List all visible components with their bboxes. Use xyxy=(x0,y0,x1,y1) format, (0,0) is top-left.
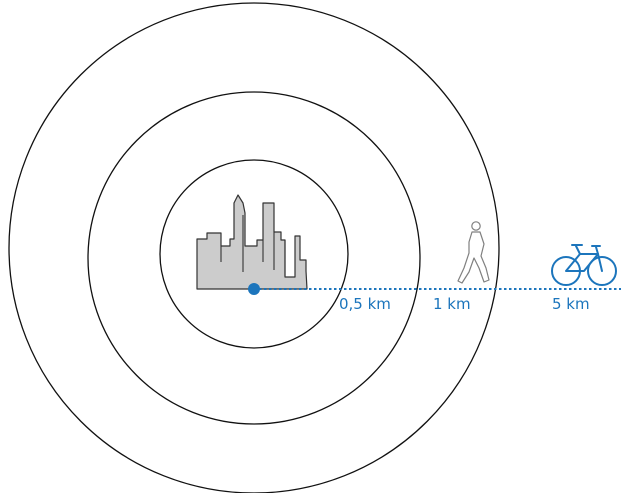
middle-ring xyxy=(87,91,421,425)
outer-ring-label: 5 km xyxy=(552,295,590,313)
bicycle-icon xyxy=(551,244,617,286)
walking-person-icon xyxy=(457,221,490,284)
middle-ring-label: 1 km xyxy=(433,295,471,313)
inner-ring xyxy=(159,159,349,349)
outer-ring xyxy=(8,2,500,493)
center-dot xyxy=(248,283,260,295)
inner-ring-label: 0,5 km xyxy=(339,295,391,313)
city-skyline-icon xyxy=(196,194,308,290)
